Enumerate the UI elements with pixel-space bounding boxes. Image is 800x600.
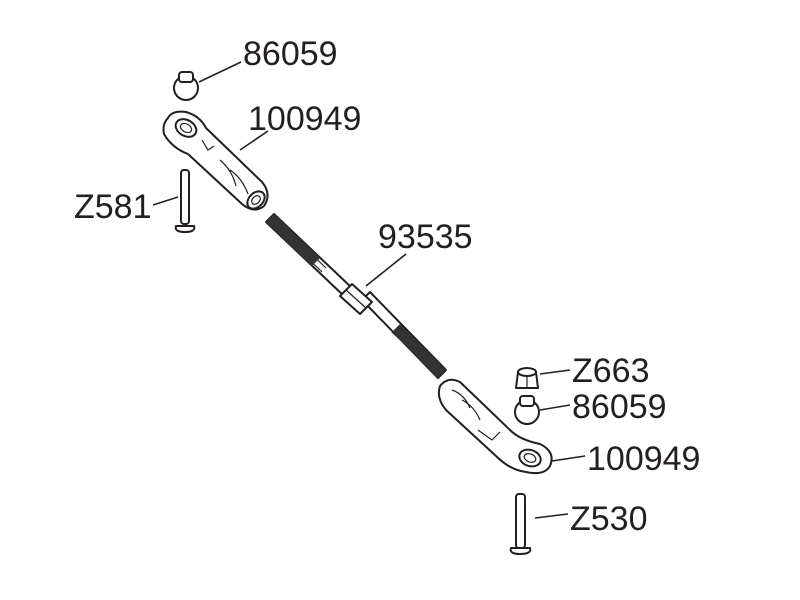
rod-end-bottom xyxy=(437,378,553,475)
label-ball-bottom: 86059 xyxy=(572,388,667,426)
rod-end-top xyxy=(162,110,269,211)
leader-ball-top xyxy=(198,61,242,83)
pin-top xyxy=(174,169,196,233)
label-turnbuckle: 93535 xyxy=(378,218,473,256)
label-pin-bottom: Z530 xyxy=(570,500,648,538)
ball-stud-bottom xyxy=(514,395,540,425)
leader-pin-top xyxy=(152,196,179,206)
label-rod-end-top: 100949 xyxy=(248,100,361,138)
pin-bottom xyxy=(509,493,532,555)
label-nut: Z663 xyxy=(572,352,650,390)
label-rod-end-bottom: 100949 xyxy=(587,440,700,478)
leader-rod-end-bottom xyxy=(551,455,586,462)
leader-pin-bottom xyxy=(534,513,569,519)
label-ball-top: 86059 xyxy=(243,35,338,73)
leader-turnbuckle xyxy=(365,253,407,287)
leader-ball-bottom xyxy=(539,404,571,411)
turnbuckle-rod xyxy=(265,213,447,379)
leader-nut xyxy=(539,369,571,375)
label-pin-top: Z581 xyxy=(74,188,152,226)
ball-stud-top xyxy=(173,71,199,101)
lock-nut xyxy=(515,367,539,389)
leader-rod-end-top xyxy=(239,130,269,151)
